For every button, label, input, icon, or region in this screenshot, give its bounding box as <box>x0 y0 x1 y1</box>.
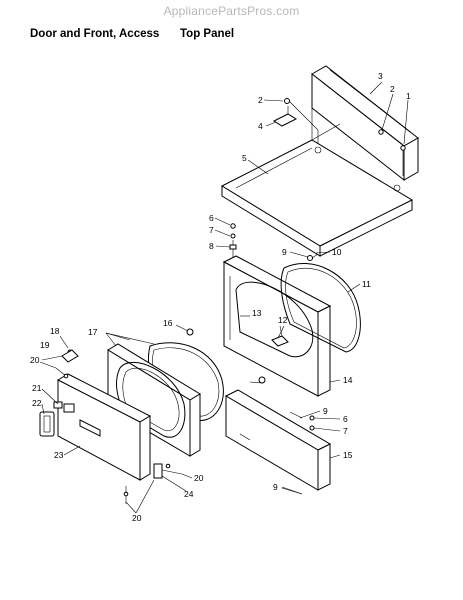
door-seal-part <box>280 253 361 353</box>
callout-label: 21 <box>32 383 42 393</box>
section-heading-top-panel: Top Panel <box>180 28 235 40</box>
callout-label: 8 <box>209 241 214 251</box>
callout-label: 7 <box>209 225 214 235</box>
callout-label: 18 <box>50 326 60 336</box>
callout-label: 20 <box>132 513 142 523</box>
section-heading-door-front: Door and Front, Access <box>30 28 160 40</box>
front-panel-part <box>222 255 332 397</box>
callout-label: 6 <box>343 414 348 424</box>
callout-label: 9 <box>273 482 278 492</box>
callout-label: 9 <box>282 247 287 257</box>
callout-label: 7 <box>343 426 348 436</box>
top-panel-part <box>220 100 414 257</box>
callout-label: 12 <box>278 315 288 325</box>
callout-label: 9 <box>323 406 328 416</box>
callout-label: 11 <box>362 279 371 289</box>
access-panel-part <box>224 389 332 495</box>
door-hinge-hardware <box>55 349 79 379</box>
callout-label: 19 <box>40 340 50 350</box>
back-screws-part <box>378 129 406 176</box>
callout-label: 24 <box>184 489 194 499</box>
callout-label: 14 <box>343 375 353 385</box>
callout-leader-lines <box>39 81 409 514</box>
callout-label: 2 <box>258 95 263 105</box>
hinge-screws-part <box>229 223 237 262</box>
callout-label: 13 <box>252 308 262 318</box>
watermark: AppliancePartsPros.com <box>163 4 300 18</box>
back-panel-part <box>311 65 419 182</box>
callout-label: 1 <box>406 91 411 101</box>
callout-label: 17 <box>88 327 98 337</box>
outer-door-part <box>56 373 152 481</box>
callout-label: 2 <box>390 84 395 94</box>
callout-label: 20 <box>30 355 40 365</box>
callout-label: 15 <box>343 450 353 460</box>
inner-door-part <box>107 343 201 457</box>
callout-label: 23 <box>54 450 64 460</box>
bottom-hinge-part <box>123 463 183 504</box>
callout-label: 4 <box>258 121 263 131</box>
callout-label: 3 <box>378 71 383 81</box>
callout-labels: 1 2 2 3 4 5 6 7 8 9 10 11 12 13 14 9 6 7… <box>30 71 411 523</box>
callout-label: 5 <box>242 153 247 163</box>
callout-label: 22 <box>32 398 42 408</box>
callout-label: 20 <box>194 473 204 483</box>
callout-label: 16 <box>163 318 173 328</box>
callout-label: 6 <box>209 213 214 223</box>
callout-label: 10 <box>332 247 342 257</box>
door-handle-part <box>39 401 63 437</box>
